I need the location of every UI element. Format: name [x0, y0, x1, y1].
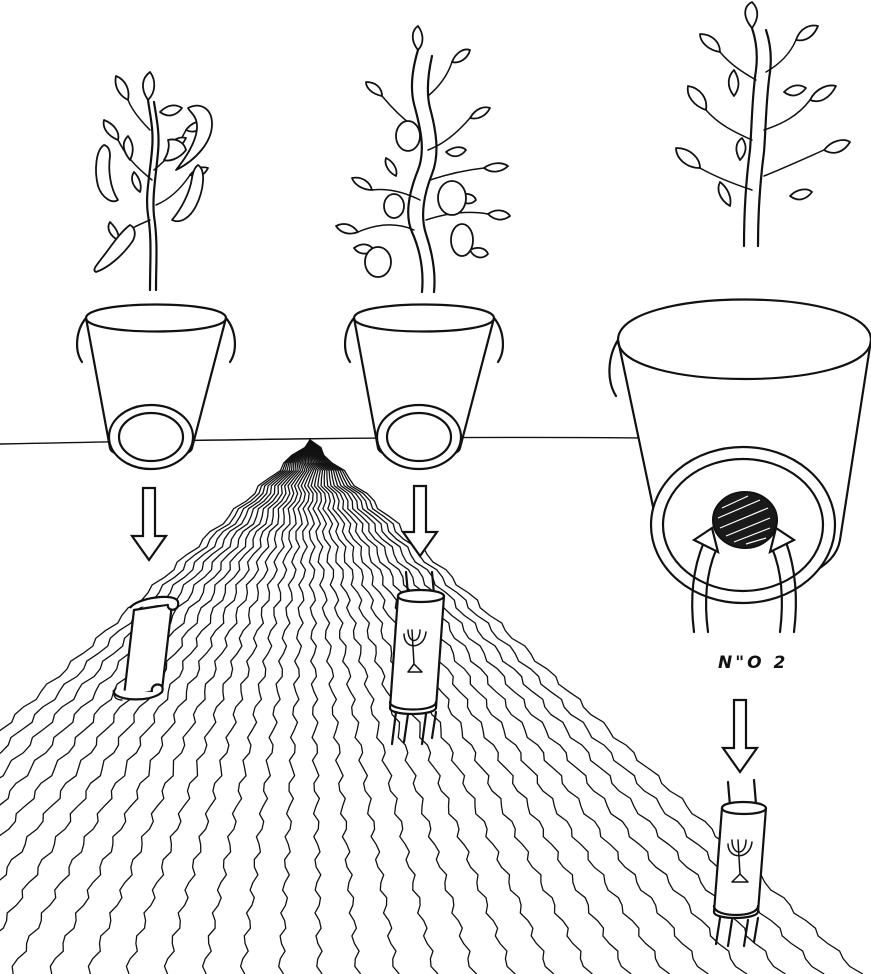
drain-hole-plug: [712, 491, 778, 549]
pot-base-label: N"O 2: [718, 653, 788, 673]
field-furrow-line: [309, 439, 400, 974]
field-furrow-line: [0, 439, 311, 732]
pepper-plant: [93, 71, 213, 292]
field-furrow-line: [201, 439, 313, 974]
scroll-icon: [112, 595, 180, 701]
field-furrow-line: [0, 439, 311, 881]
field-furrow-line: [309, 439, 864, 974]
flower-pot-2: [344, 303, 504, 471]
field-furrow-line: [125, 439, 312, 974]
field-furrow-line: [308, 439, 362, 974]
field-furrow-line: [11, 439, 311, 974]
field-furrow-line: [0, 439, 311, 837]
field-furrow-line: [163, 439, 312, 974]
flower-pot-3: [608, 298, 871, 634]
torah-scroll-icon-1: [388, 570, 446, 746]
leafy-plant: [675, 1, 851, 248]
field-furrow-line: [239, 439, 313, 974]
field-furrow-line: [309, 439, 593, 974]
field-furrow-line: [309, 439, 632, 974]
field-furrow-line: [0, 439, 311, 806]
lemon-tree: [335, 25, 511, 294]
field-furrow-line: [49, 439, 311, 974]
field-furrow-line: [309, 439, 671, 974]
down-arrow-2: [400, 484, 440, 558]
field-furrow-line: [309, 439, 709, 974]
field-furrow-line: [0, 439, 311, 754]
field-furrow-line: [278, 439, 314, 974]
torah-scroll-icon-2: [712, 778, 768, 948]
field-furrow-line: [87, 439, 311, 974]
field-furrow-line: [309, 439, 439, 974]
down-arrow-3: [720, 698, 760, 774]
flower-pot-1: [76, 303, 236, 471]
field-furrow-line: [0, 439, 311, 932]
field-horizon-line: [0, 436, 641, 445]
field-furrow-line: [0, 439, 311, 779]
field-furrow-line: [307, 439, 323, 974]
field-furrow-line: [309, 439, 786, 974]
down-arrow-1: [129, 486, 169, 562]
field-furrow-line: [309, 439, 748, 974]
